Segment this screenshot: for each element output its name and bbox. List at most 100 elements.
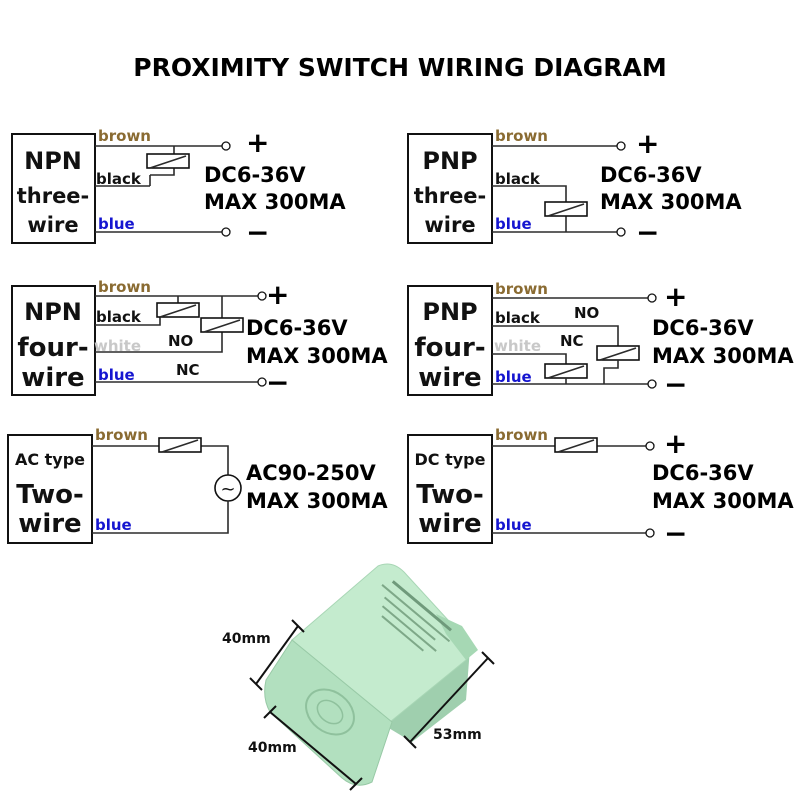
npn3-black-wire xyxy=(95,175,151,187)
dim-length-ticks xyxy=(403,651,495,749)
npn3-coil-leads xyxy=(150,146,175,176)
ac2-type-line3: wire xyxy=(18,509,81,539)
npn3-plus-terminal xyxy=(221,141,231,151)
dc2-minus-sign: − xyxy=(664,517,687,550)
dim-width-line xyxy=(269,711,357,785)
npn4-black-wire xyxy=(95,317,161,326)
dc2-plus-terminal xyxy=(645,441,655,451)
dc2-type-box xyxy=(407,434,493,544)
dc2-coil-slash xyxy=(557,439,595,453)
dc2-load-coil xyxy=(554,437,598,453)
sensor-face-logo xyxy=(305,688,355,736)
npn4-white-label: white xyxy=(94,337,141,355)
npn4-no-coil xyxy=(156,302,200,318)
pnp4-minus-sign: − xyxy=(664,368,687,401)
npn4-type-box xyxy=(11,285,96,396)
dc2-type-line1: DC type xyxy=(415,450,486,469)
npn4-current: MAX 300MA xyxy=(246,344,388,368)
npn3-type-line2: three- xyxy=(17,184,90,208)
pnp4-black-wire xyxy=(492,325,619,346)
pnp3-black-label: black xyxy=(495,170,541,188)
npn4-no-coil-slash xyxy=(159,304,197,318)
panel-pnp-three-wire: PNP three- wire brown black blue + − DC6… xyxy=(407,127,742,249)
dim-length-label: 53mm xyxy=(433,727,482,743)
ac2-coil-slash xyxy=(161,439,199,453)
sensor-front-face xyxy=(264,639,393,786)
pnp3-current: MAX 300MA xyxy=(600,190,742,214)
dim-width-label: 40mm xyxy=(248,740,297,756)
pnp3-brown-label: brown xyxy=(495,127,548,145)
npn4-minus-sign: − xyxy=(266,366,289,399)
pnp4-minus-terminal xyxy=(647,379,657,389)
pnp4-type-box xyxy=(407,285,493,396)
npn4-type-line1: NPN xyxy=(24,298,82,326)
npn4-plus-sign: + xyxy=(266,278,289,311)
ac2-current: MAX 300MA xyxy=(246,489,388,513)
dc2-type-line2: Two- xyxy=(416,480,484,510)
panel-npn-four-wire: NPN four- wire brown black white blue NO… xyxy=(11,278,388,399)
npn4-white-wire xyxy=(95,332,223,353)
npn4-nc-label: NC xyxy=(176,361,200,379)
pnp4-current: MAX 300MA xyxy=(652,344,794,368)
pnp4-no-label: NO xyxy=(574,304,599,322)
npn4-type-line2: four- xyxy=(17,333,88,363)
npn3-brown-label: brown xyxy=(98,127,151,145)
npn4-black-label: black xyxy=(96,308,142,326)
dim-length-line xyxy=(409,657,489,743)
npn4-plus-terminal xyxy=(257,291,267,301)
ac2-type-box xyxy=(7,434,93,544)
dim-height-label: 40mm xyxy=(222,631,271,647)
dim-width-ticks xyxy=(263,705,363,791)
npn4-minus-terminal xyxy=(257,377,267,387)
panel-npn-three-wire: NPN three- wire brown black blue + − DC6… xyxy=(11,126,346,249)
npn3-voltage: DC6-36V xyxy=(204,163,306,187)
pnp3-coil-slash xyxy=(547,203,585,217)
ac2-type-line2: Two- xyxy=(16,480,84,510)
pnp4-type-line2: four- xyxy=(414,333,485,363)
diagram-title: PROXIMITY SWITCH WIRING DIAGRAM xyxy=(133,53,666,82)
pnp3-type-line2: three- xyxy=(414,184,487,208)
npn4-blue-label: blue xyxy=(98,366,135,384)
pnp3-plus-terminal xyxy=(616,141,626,151)
ac2-voltage: AC90-250V xyxy=(246,461,376,485)
pnp3-minus-sign: − xyxy=(636,216,659,249)
npn3-type-box xyxy=(11,133,96,244)
ac2-type-line1: AC type xyxy=(15,450,85,469)
npn4-nc-coil xyxy=(200,317,244,333)
pnp4-plus-terminal xyxy=(647,293,657,303)
pnp3-type-box xyxy=(407,133,493,244)
pnp3-plus-sign: + xyxy=(636,127,659,160)
dc2-type-line3: wire xyxy=(418,509,481,539)
pnp4-black-label: black xyxy=(495,309,541,327)
npn3-blue-label: blue xyxy=(98,215,135,233)
pnp4-nc-coil xyxy=(544,363,588,379)
pnp3-blue-label: blue xyxy=(495,215,532,233)
npn4-no-label: NO xyxy=(168,332,193,350)
sensor-illustration: 40mm 40mm 53mm xyxy=(222,563,495,791)
sensor-label-print xyxy=(381,580,452,652)
pnp3-type-line3: wire xyxy=(424,213,475,237)
npn4-nc-coil-slash xyxy=(203,319,241,333)
dc2-current: MAX 300MA xyxy=(652,489,794,513)
pnp3-type-line1: PNP xyxy=(422,147,477,175)
pnp4-no-coil xyxy=(596,345,640,361)
pnp4-brown-label: brown xyxy=(495,280,548,298)
pnp4-no-coil-lead xyxy=(603,360,619,384)
npn3-black-label: black xyxy=(96,170,142,188)
dim-height-line xyxy=(255,625,299,685)
pnp4-nc-coil-slash xyxy=(547,365,585,379)
dc2-brown-label: brown xyxy=(495,426,548,444)
dc2-voltage: DC6-36V xyxy=(652,461,754,485)
pnp3-load-coil xyxy=(544,201,588,217)
dim-height-ticks xyxy=(249,619,305,691)
panel-ac-two-wire: AC type Two- wire ~ brown blue AC90-250V… xyxy=(7,426,388,544)
dc2-minus-terminal xyxy=(645,528,655,538)
ac2-load-coil xyxy=(158,437,202,453)
panel-pnp-four-wire: PNP four- wire brown black white blue NO… xyxy=(407,280,794,401)
dc2-plus-sign: + xyxy=(664,427,687,460)
pnp4-blue-label: blue xyxy=(495,368,532,386)
npn3-type-line1: NPN xyxy=(24,147,82,175)
npn3-load-coil xyxy=(146,153,190,169)
ac2-blue-wire xyxy=(92,501,229,534)
